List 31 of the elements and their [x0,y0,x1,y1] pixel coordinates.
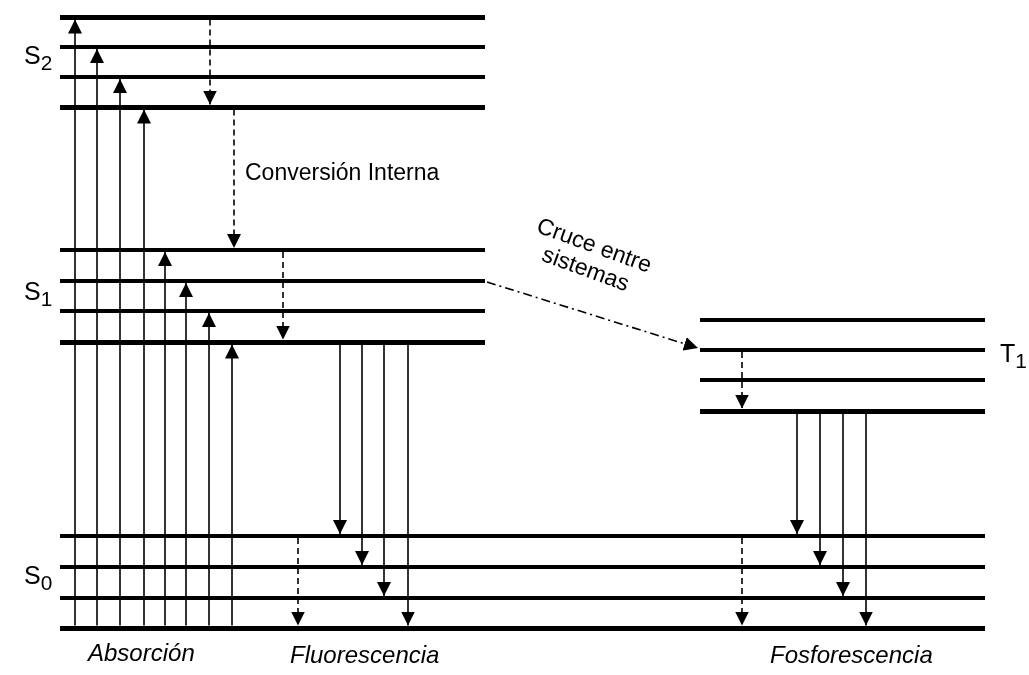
arrow [355,343,369,566]
state-label: S$_{0}$ [24,562,53,595]
state-label: T$_{1}$ [1000,340,1027,373]
state-label: S$_{1}$ [24,278,53,311]
dashed-arrow [203,18,217,106]
arrow [158,251,172,627]
dashed-arrow [486,281,699,351]
state-label: S$_{2}$ [24,42,53,75]
process-label: Fluorescencia [290,642,440,669]
arrow [68,18,82,627]
arrow [333,343,347,535]
arrow [90,48,104,627]
arrow [813,412,827,566]
arrow [377,343,391,597]
arrow [113,78,127,627]
edge-label: Conversión Interna [245,160,440,186]
dashed-arrow [276,251,290,341]
dashed-arrow [227,108,241,249]
dashed-arrow [735,537,749,627]
arrow [401,343,415,627]
arrow [202,312,216,627]
arrow [179,282,193,627]
arrow [137,108,151,627]
arrow [225,343,239,627]
process-label: Absorción [88,640,195,667]
dashed-arrow [735,351,749,410]
dashed-arrow [291,537,305,627]
arrow [859,412,873,627]
arrow [836,412,850,597]
arrow [790,412,804,535]
process-label: Fosforescencia [770,642,933,669]
